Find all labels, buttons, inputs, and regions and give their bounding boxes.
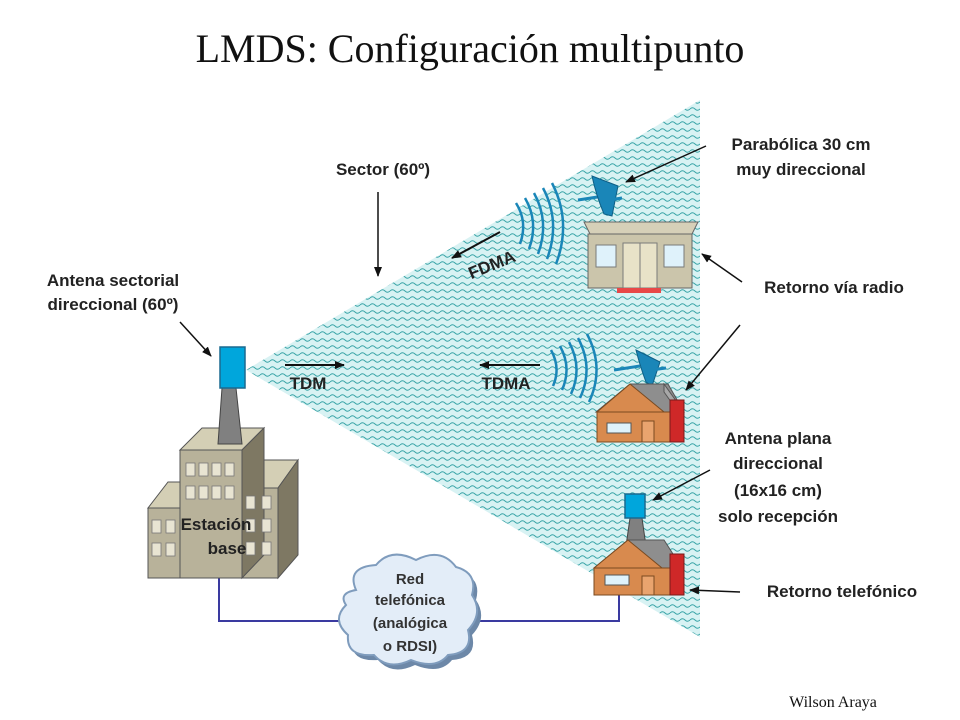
base-station-label-line1: Estación (181, 515, 252, 534)
fdma-arrow (451, 231, 501, 259)
flat-antenna-label-line1: Antena plana (725, 429, 832, 448)
flat-antenna-arrow (652, 469, 711, 501)
cloud-label-line3: (analógica (373, 615, 448, 632)
tdm-label: TDM (290, 374, 327, 393)
sector-label: Sector (60º) (336, 160, 430, 179)
telephone-links (218, 578, 620, 622)
flat-antenna-icon (624, 493, 646, 519)
flat-antenna-label-line2: direccional (733, 454, 823, 473)
page-title: LMDS: Configuración multipunto (196, 26, 745, 71)
radio-return-house-arrow (685, 324, 741, 391)
commercial-building (583, 221, 699, 293)
telephone-return-arrow (689, 586, 741, 595)
flat-antenna-label-line4: solo recepción (718, 507, 838, 526)
telephone-network-cloud: Red telefónica (analógica o RDSI) (338, 553, 482, 670)
sectorial-label-line2: direccional (60º) (48, 295, 179, 314)
radio-return-arrow (701, 253, 743, 283)
sectorial-antenna-panel (219, 346, 246, 389)
house-radio (594, 382, 685, 443)
sectorial-arrow (179, 321, 212, 357)
base-station-label-line2: base (208, 539, 247, 558)
telephone-return-label: Retorno telefónico (767, 582, 917, 601)
lower-radio-waves (549, 333, 598, 403)
cloud-label-line2: telefónica (375, 592, 446, 609)
parabolic-dish-icon (577, 175, 623, 217)
cloud-label-line1: Red (396, 571, 424, 588)
upper-radio-waves (514, 182, 565, 265)
author-signature: Wilson Araya (789, 694, 877, 711)
sectorial-antenna (217, 346, 246, 445)
sectorial-label-line1: Antena sectorial (47, 271, 179, 290)
parabolic-label-line2: muy direccional (736, 160, 865, 179)
house-telephone (592, 493, 685, 596)
parabolic-arrow (625, 145, 707, 183)
sector-wedge (246, 100, 700, 637)
tdma-label: TDMA (481, 374, 530, 393)
flat-antenna-label-line3: (16x16 cm) (734, 481, 822, 500)
cloud-label-line4: o RDSI) (383, 638, 437, 655)
base-station-building: Estación base (146, 426, 299, 580)
parabolic-label-line1: Parabólica 30 cm (732, 135, 871, 154)
radio-return-label: Retorno vía radio (764, 278, 904, 297)
